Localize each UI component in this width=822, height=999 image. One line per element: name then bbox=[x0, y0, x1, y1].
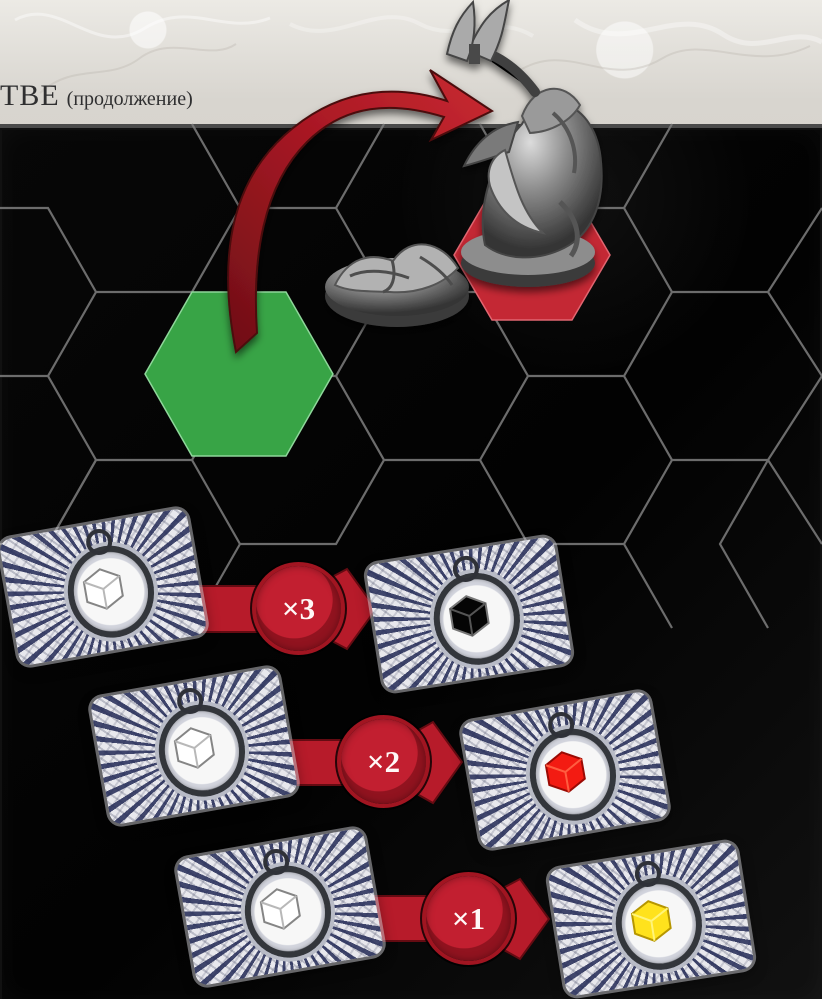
heading-continuation: (продолжение) bbox=[67, 88, 193, 110]
red-cube-icon bbox=[540, 746, 591, 797]
pendant-icon bbox=[546, 710, 576, 740]
section-heading: ТВЕ (продолжение) bbox=[0, 79, 193, 113]
heading-title-fragment: ТВЕ bbox=[0, 79, 60, 112]
white-cube-icon bbox=[169, 722, 220, 773]
pendant-icon bbox=[84, 527, 114, 557]
white-cube-icon bbox=[78, 563, 129, 614]
white-cube-icon bbox=[255, 883, 306, 934]
pendant-icon bbox=[633, 859, 663, 889]
multiplier-badge-x2: ×2 bbox=[341, 719, 426, 804]
pendant-icon bbox=[451, 554, 481, 584]
pendant-icon bbox=[261, 847, 291, 877]
pendant-icon bbox=[175, 686, 205, 716]
multiplier-badge-x3: ×3 bbox=[256, 566, 341, 651]
dwarf-miniature bbox=[447, 0, 602, 287]
yellow-cube-icon bbox=[626, 896, 676, 946]
fallen-enemy-miniature bbox=[325, 244, 469, 327]
black-cube-icon bbox=[444, 591, 494, 641]
multiplier-badge-x1: ×1 bbox=[426, 876, 511, 961]
